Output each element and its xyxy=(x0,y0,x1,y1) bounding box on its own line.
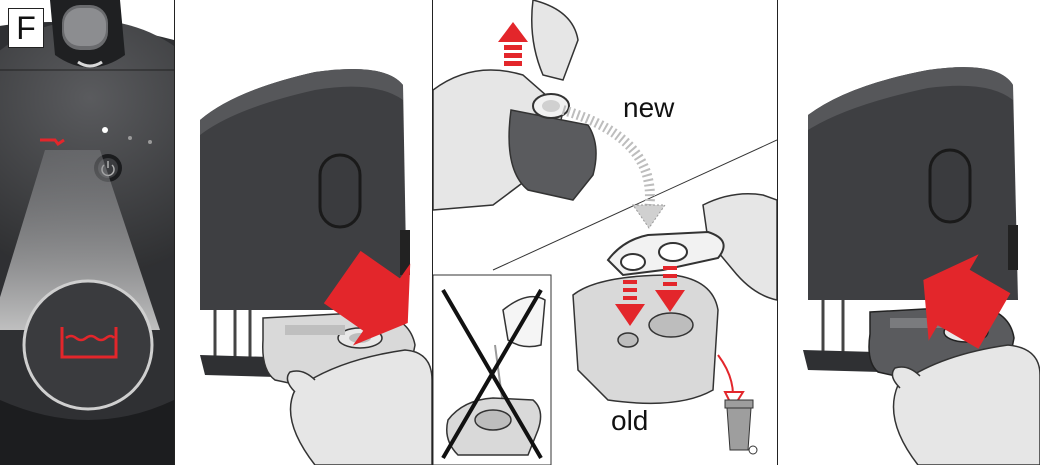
zoom-circle xyxy=(22,279,154,411)
status-led xyxy=(102,127,108,133)
remove-cartridge-illustration xyxy=(200,68,432,465)
label-new: new xyxy=(623,92,675,123)
hand xyxy=(289,349,432,465)
up-arrow xyxy=(498,22,528,66)
zoom-beam xyxy=(0,150,160,330)
panel-divider xyxy=(432,0,433,465)
indicator-light xyxy=(40,138,65,147)
panel-replace-filter: new old xyxy=(433,0,777,465)
push-arrow xyxy=(923,254,1011,349)
inset-illustration xyxy=(441,288,546,460)
step-letter-badge: F xyxy=(8,8,44,48)
device-housing xyxy=(808,67,1018,301)
panel-divider xyxy=(777,0,778,465)
hand-installing xyxy=(702,193,777,301)
prohibited-cross xyxy=(441,288,543,460)
replace-filter-illustration xyxy=(433,0,777,465)
panel-indicator xyxy=(0,0,174,465)
housing-window xyxy=(318,153,362,229)
new-filter xyxy=(532,93,570,119)
water-level-icon xyxy=(60,327,118,359)
device-housing xyxy=(200,68,407,310)
filter-package xyxy=(508,109,597,201)
panel-insert-cartridge xyxy=(778,0,1040,465)
housing-window xyxy=(928,148,972,224)
panel-divider xyxy=(174,0,175,465)
panel-remove-cartridge xyxy=(175,0,432,465)
discard-arrow xyxy=(717,354,734,396)
filter-insert xyxy=(606,230,725,277)
cartridge-base xyxy=(572,274,719,405)
insert-cartridge-illustration xyxy=(803,67,1040,465)
hand xyxy=(892,344,1040,465)
pull-arrow xyxy=(323,250,411,346)
indicator-illustration xyxy=(0,0,174,465)
down-arrow-right xyxy=(655,266,685,312)
label-old: old xyxy=(611,405,649,436)
down-arrow-left xyxy=(615,280,645,326)
trash-bin-icon xyxy=(724,399,758,455)
